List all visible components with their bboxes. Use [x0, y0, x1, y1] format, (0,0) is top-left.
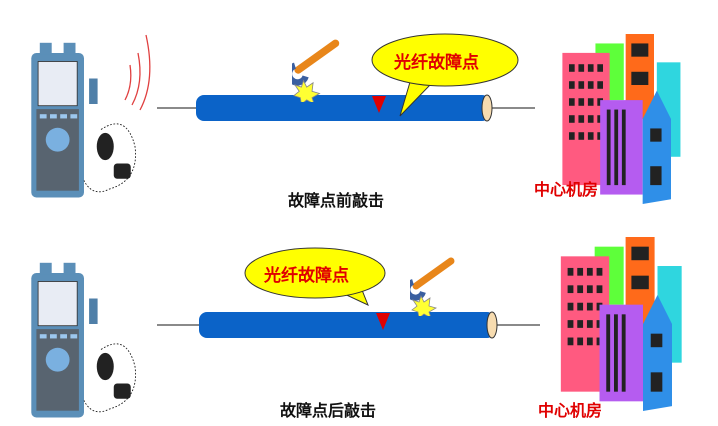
cable-end: [481, 94, 493, 122]
central-office-buildings-icon: [560, 237, 682, 411]
fault-speech-bubble: [371, 33, 519, 117]
fault-bubble-label: 光纤故障点: [394, 53, 479, 73]
fiber-cable: [199, 312, 495, 338]
fault-point-marker: [372, 96, 386, 113]
central-office-label: 中心机房: [538, 401, 603, 420]
fiber-cable: [196, 95, 490, 121]
panel-after: [30, 237, 682, 418]
signal-waves-icon: [124, 34, 151, 111]
otdr-device-icon: [30, 42, 137, 198]
panel-before: [30, 33, 681, 204]
fault-bubble-label: 光纤故障点: [264, 266, 349, 286]
fault-speech-bubble: [244, 247, 386, 306]
fault-point-marker: [376, 313, 390, 330]
central-office-label: 中心机房: [534, 180, 599, 199]
caption-before-fault: 故障点前敲击: [288, 191, 385, 210]
otdr-device-icon: [30, 262, 137, 418]
wrench-tap-icon: [407, 261, 451, 318]
cable-end: [486, 311, 498, 339]
caption-after-fault: 故障点后敲击: [280, 401, 377, 420]
